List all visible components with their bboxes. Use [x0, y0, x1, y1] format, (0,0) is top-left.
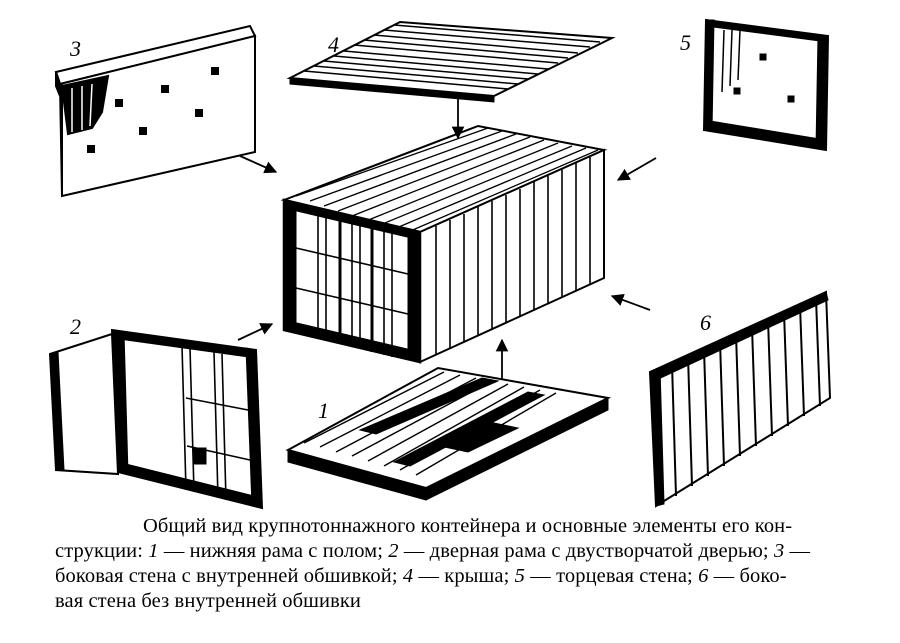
caption-line-3: боковая стена с внутренней обшивкой; 4 —…	[55, 565, 787, 587]
arrow-door-frame	[237, 323, 274, 341]
end-wall	[702, 18, 830, 152]
caption-line-1: Общий вид крупнотоннажного контейнера и …	[143, 515, 793, 537]
door-frame	[48, 328, 264, 510]
side-wall-lined	[54, 24, 257, 198]
roof-panel	[286, 20, 616, 103]
caption-line-4: вая стена без внутренней обшивки	[55, 590, 361, 612]
assembled-container	[280, 124, 608, 364]
caption-line-2: струкции: 1 — нижняя рама с полом; 2 — д…	[55, 540, 811, 562]
figure-caption: Общий вид крупнотоннажного контейнера и …	[55, 514, 855, 614]
arrow-side-wall-unlined	[610, 294, 651, 311]
part-number-2: 2	[70, 314, 81, 339]
assembly-arrows	[237, 96, 657, 380]
arrow-side-wall-lined	[239, 155, 278, 174]
part-number-6: 6	[700, 310, 711, 335]
part-number-5: 5	[680, 30, 691, 55]
container-exploded-diagram: 3 4 5 2 1 6	[48, 18, 832, 510]
bottom-frame-floor	[285, 366, 612, 501]
side-wall-unlined	[648, 290, 832, 508]
part-number-4: 4	[328, 32, 339, 57]
part-number-3: 3	[69, 36, 81, 61]
arrow-end-wall	[616, 157, 657, 181]
part-number-1: 1	[318, 398, 329, 423]
